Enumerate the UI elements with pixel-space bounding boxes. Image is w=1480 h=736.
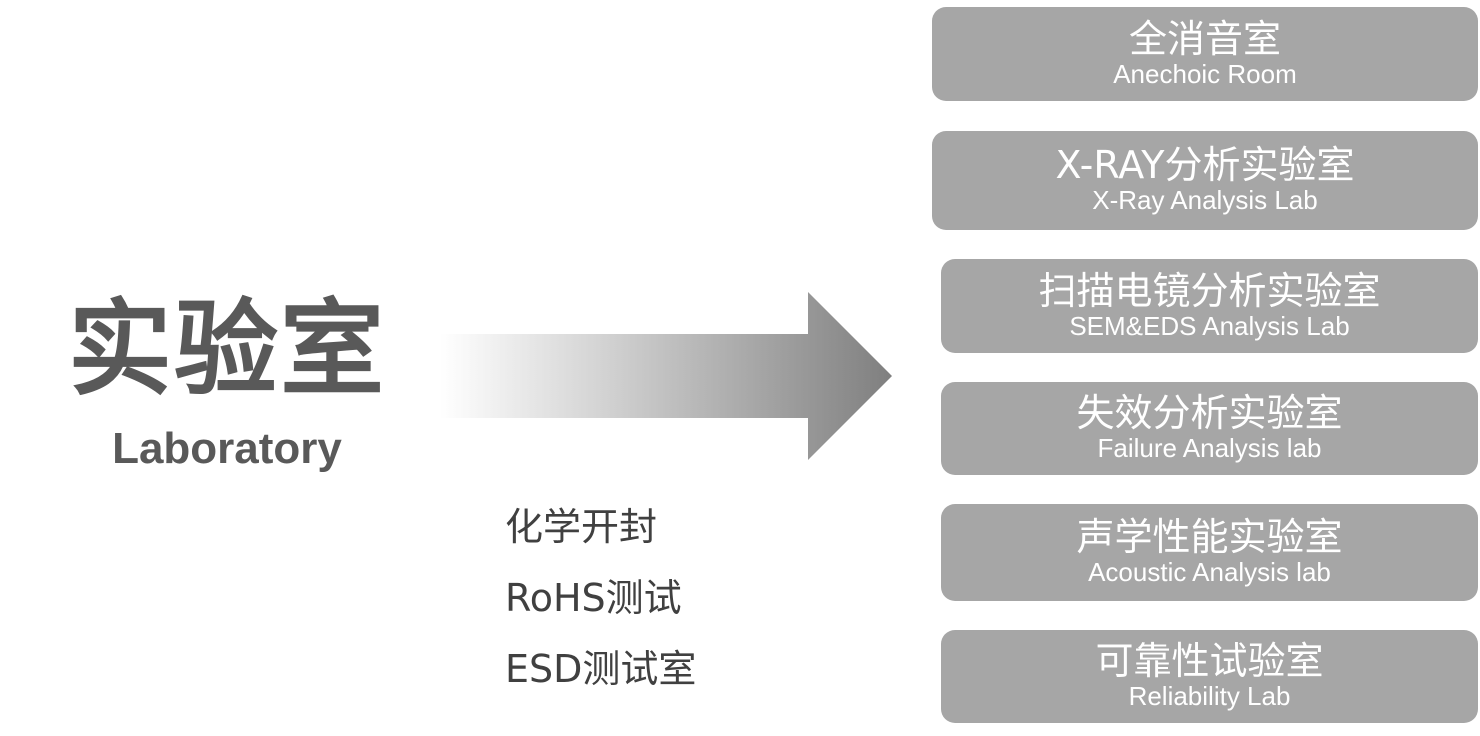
lab-card-acoustic-analysis: 声学性能实验室 Acoustic Analysis lab <box>941 504 1478 601</box>
lab-card-cn-label: 声学性能实验室 <box>1076 515 1343 560</box>
lab-card-failure-analysis: 失效分析实验室 Failure Analysis lab <box>941 382 1478 475</box>
lab-card-cn-label: 失效分析实验室 <box>1076 391 1343 436</box>
lab-card-en-label: Anechoic Room <box>1113 58 1297 89</box>
side-item-chemical-decap: 化学开封 <box>505 505 658 549</box>
lab-card-cn-label: 可靠性试验室 <box>1095 639 1324 684</box>
lab-card-en-label: Reliability Lab <box>1128 681 1291 712</box>
lab-card-cn-label: X-RAY分析实验室 <box>1055 143 1355 188</box>
right-arrow-icon <box>440 292 892 460</box>
side-item-rohs-test: RoHS测试 <box>505 576 682 620</box>
lab-card-en-label: Acoustic Analysis lab <box>1088 557 1331 588</box>
lab-card-cn-label: 扫描电镜分析实验室 <box>1038 268 1381 313</box>
lab-card-en-label: SEM&EDS Analysis Lab <box>1069 310 1350 341</box>
lab-card-xray-analysis: X-RAY分析实验室 X-Ray Analysis Lab <box>932 131 1478 230</box>
lab-card-anechoic-room: 全消音室 Anechoic Room <box>932 7 1478 101</box>
lab-card-en-label: Failure Analysis lab <box>1097 433 1322 464</box>
side-item-esd-room: ESD测试室 <box>505 647 697 691</box>
lab-card-en-label: X-Ray Analysis Lab <box>1092 185 1318 216</box>
main-title: 实验室 <box>67 288 386 410</box>
lab-card-sem-eds-analysis: 扫描电镜分析实验室 SEM&EDS Analysis Lab <box>941 259 1478 353</box>
side-list: 化学开封 RoHS测试 ESD测试室 <box>505 492 696 705</box>
lab-card-cn-label: 全消音室 <box>1128 16 1281 61</box>
lab-card-reliability: 可靠性试验室 Reliability Lab <box>941 630 1478 723</box>
main-subtitle: Laboratory <box>112 424 342 473</box>
